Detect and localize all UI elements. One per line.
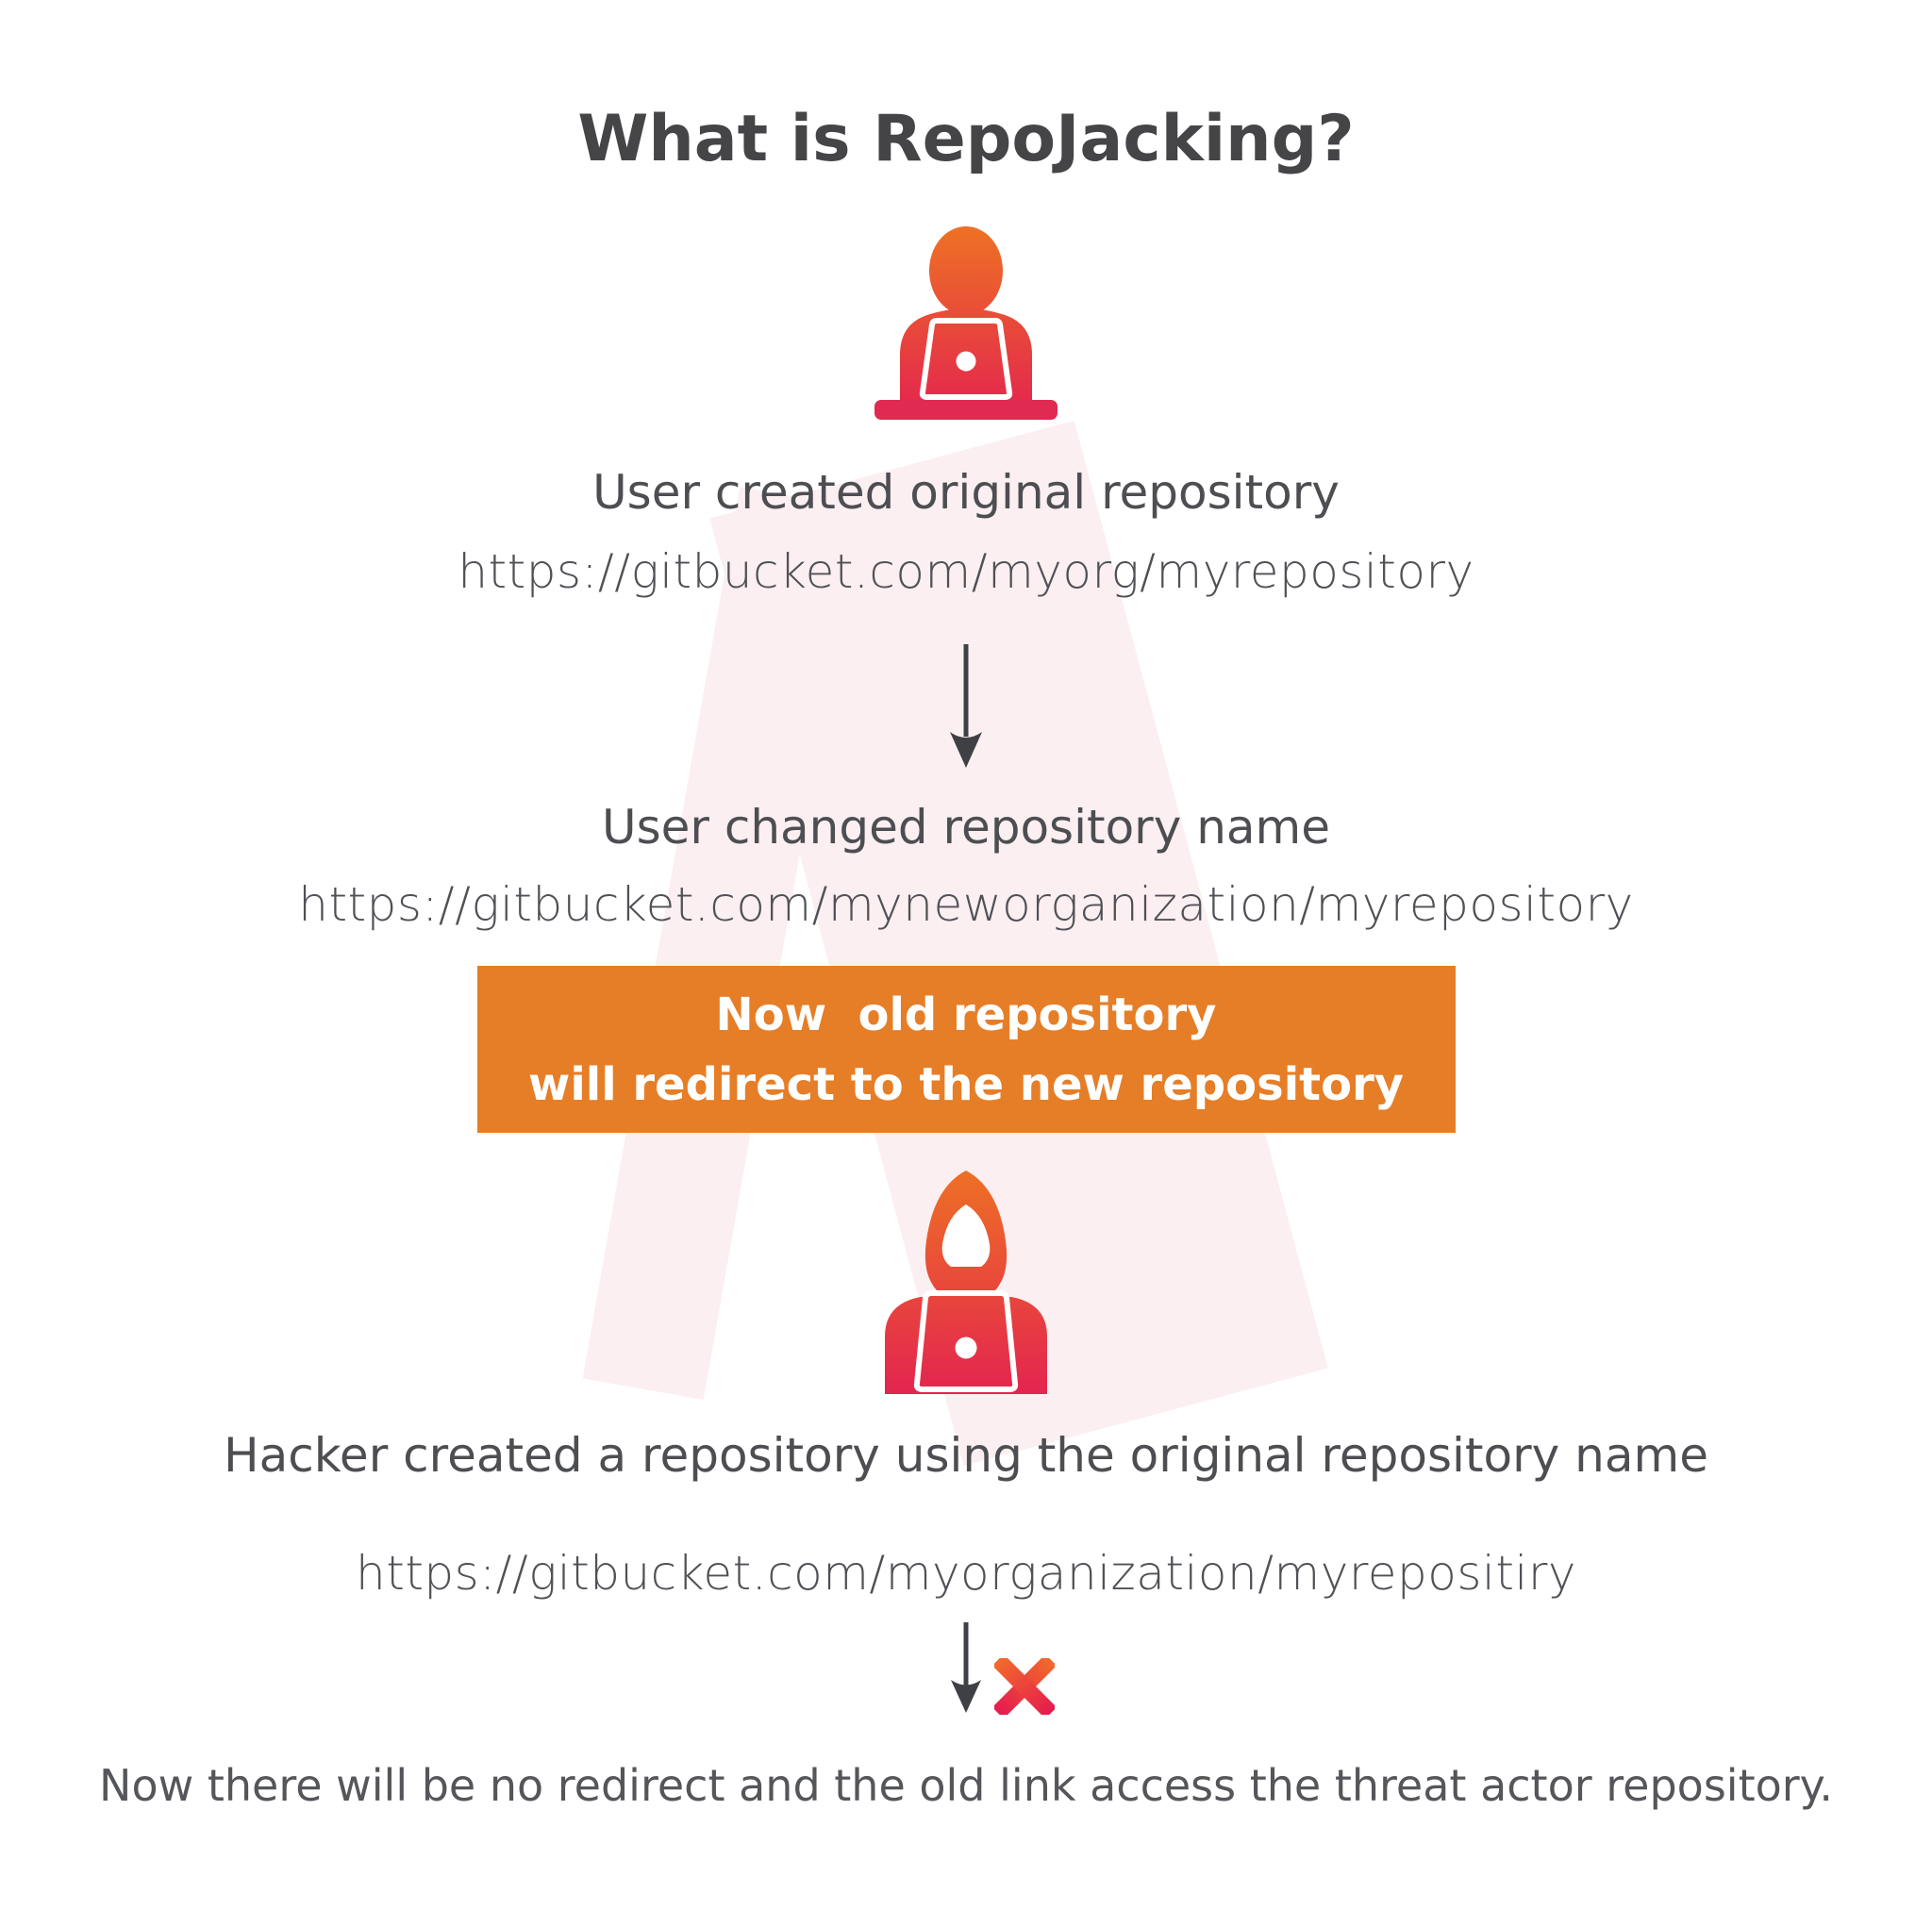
red-cross-icon bbox=[994, 1658, 1055, 1715]
step2-heading: User changed repository name bbox=[601, 800, 1331, 855]
user-at-laptop-icon bbox=[874, 226, 1058, 420]
step3-heading: Hacker created a repository using the or… bbox=[224, 1428, 1708, 1483]
step1-url: https://gitbucket.com/myorg/myrepository bbox=[458, 544, 1474, 599]
down-arrow-icon bbox=[951, 1622, 981, 1713]
banner-line2: will redirect to the new repository bbox=[527, 1057, 1405, 1111]
redirect-banner: Now old repository will redirect to the … bbox=[476, 966, 1456, 1133]
blocked-flow bbox=[0, 1620, 1932, 1715]
page-title: What is RepoJacking? bbox=[577, 102, 1355, 176]
footer-note: Now there will be no redirect and the ol… bbox=[99, 1760, 1833, 1811]
hacker-at-laptop-icon bbox=[885, 1171, 1047, 1394]
step1-heading: User created original repository bbox=[592, 465, 1340, 520]
step3-url: https://gitbucket.com/myorganization/myr… bbox=[356, 1546, 1576, 1601]
banner-line1: Now old repository bbox=[715, 988, 1217, 1041]
down-arrow-icon bbox=[950, 644, 982, 768]
step2-url: https://gitbucket.com/myneworganization/… bbox=[298, 877, 1634, 932]
